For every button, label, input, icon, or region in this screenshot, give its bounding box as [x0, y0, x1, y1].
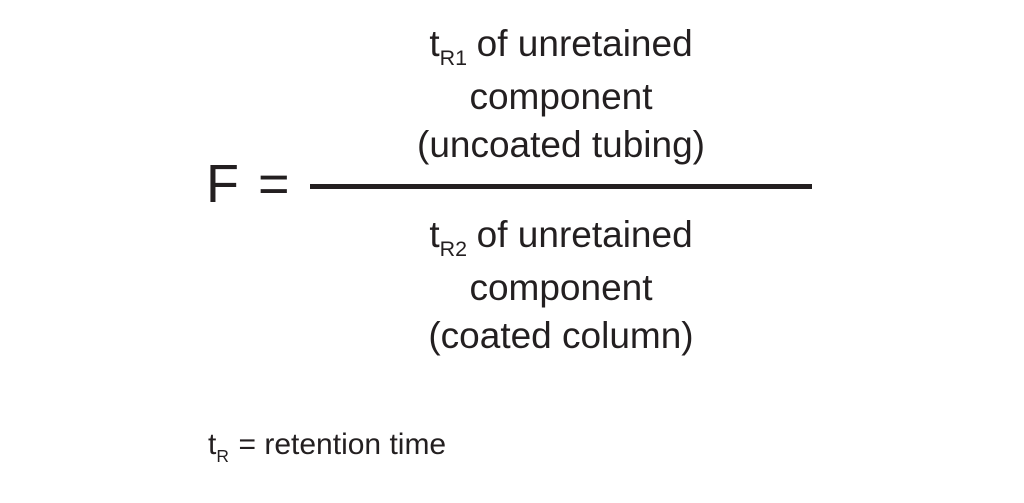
numerator-line-3: (uncoated tubing): [417, 124, 705, 165]
footnote-variable: t: [208, 428, 217, 461]
numerator-line-1-text: of unretained: [476, 23, 693, 64]
denominator-subscript: R2: [439, 237, 468, 262]
footnote-text: = retention time: [238, 428, 447, 461]
fraction-bar: [310, 184, 812, 189]
denominator-line-1: tR2 of unretained: [310, 211, 812, 264]
footnote-subscript: R: [216, 445, 229, 466]
denominator-line-1-text: of unretained: [476, 214, 693, 255]
fraction-denominator: tR2 of unretained component (coated colum…: [310, 211, 812, 360]
fraction-numerator: tR1 of unretained component (uncoated tub…: [310, 20, 812, 169]
denominator-line-2: component: [469, 267, 653, 308]
numerator-line-1: tR1 of unretained: [310, 20, 812, 73]
numerator-line-2: component: [469, 76, 653, 117]
numerator-variable: t: [429, 23, 440, 64]
footnote: tR = retention time: [208, 428, 447, 465]
denominator-line-3: (coated column): [428, 315, 694, 356]
numerator-subscript: R1: [439, 46, 468, 71]
formula-lhs: F =: [206, 153, 292, 214]
denominator-variable: t: [429, 214, 440, 255]
